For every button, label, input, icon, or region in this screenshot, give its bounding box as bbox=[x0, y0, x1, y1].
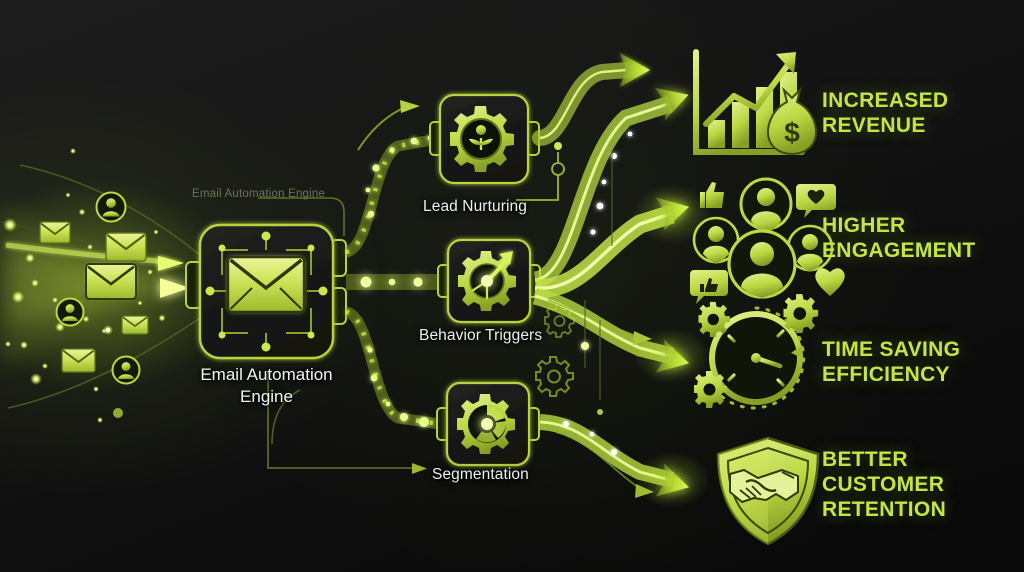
stage-node-behavior-triggers[interactable] bbox=[437, 238, 574, 397]
stage-node-lead-nurturing[interactable] bbox=[429, 93, 540, 185]
engine-caption-leader bbox=[258, 197, 345, 236]
gear-arrow-icon bbox=[458, 251, 516, 311]
clock-gears-icon bbox=[694, 294, 819, 410]
stage-label-behavior-triggers: Behavior Triggers bbox=[419, 327, 543, 344]
inbound-particle-stream bbox=[0, 148, 235, 423]
stages-to-outcomes-flows bbox=[516, 53, 712, 508]
engine-node[interactable] bbox=[185, 223, 347, 360]
outcome-label-higher-engagement: HIGHER ENGAGEMENT bbox=[822, 214, 976, 262]
stream-icon-group bbox=[39, 191, 149, 385]
svg-text:$: $ bbox=[784, 117, 800, 148]
engine-to-stages-flows bbox=[267, 100, 446, 474]
outcome-label-increased-revenue: INCREASED REVENUE bbox=[822, 89, 949, 137]
engine-faint-caption: Email Automation Engine bbox=[192, 188, 326, 200]
outcome-label-better-customer-retention: BETTER CUSTOMER RETENTION bbox=[822, 448, 947, 521]
people-engagement-icon bbox=[690, 177, 845, 305]
shield-handshake-icon bbox=[716, 436, 820, 546]
engine-title: Email Automation Engine bbox=[200, 365, 333, 406]
envelope-circuit-icon bbox=[226, 255, 306, 314]
outcome-label-time-saving-efficiency: TIME SAVING EFFICIENCY bbox=[822, 338, 961, 386]
stage-node-segmentation[interactable] bbox=[436, 304, 575, 467]
stage-label-segmentation: Segmentation bbox=[432, 466, 529, 483]
growth-chart-money-bag-icon: $ bbox=[693, 49, 818, 156]
gear-segment-icon bbox=[457, 394, 515, 454]
stage-label-lead-nurturing: Lead Nurturing bbox=[423, 198, 527, 215]
gear-sprout-icon bbox=[450, 106, 514, 172]
